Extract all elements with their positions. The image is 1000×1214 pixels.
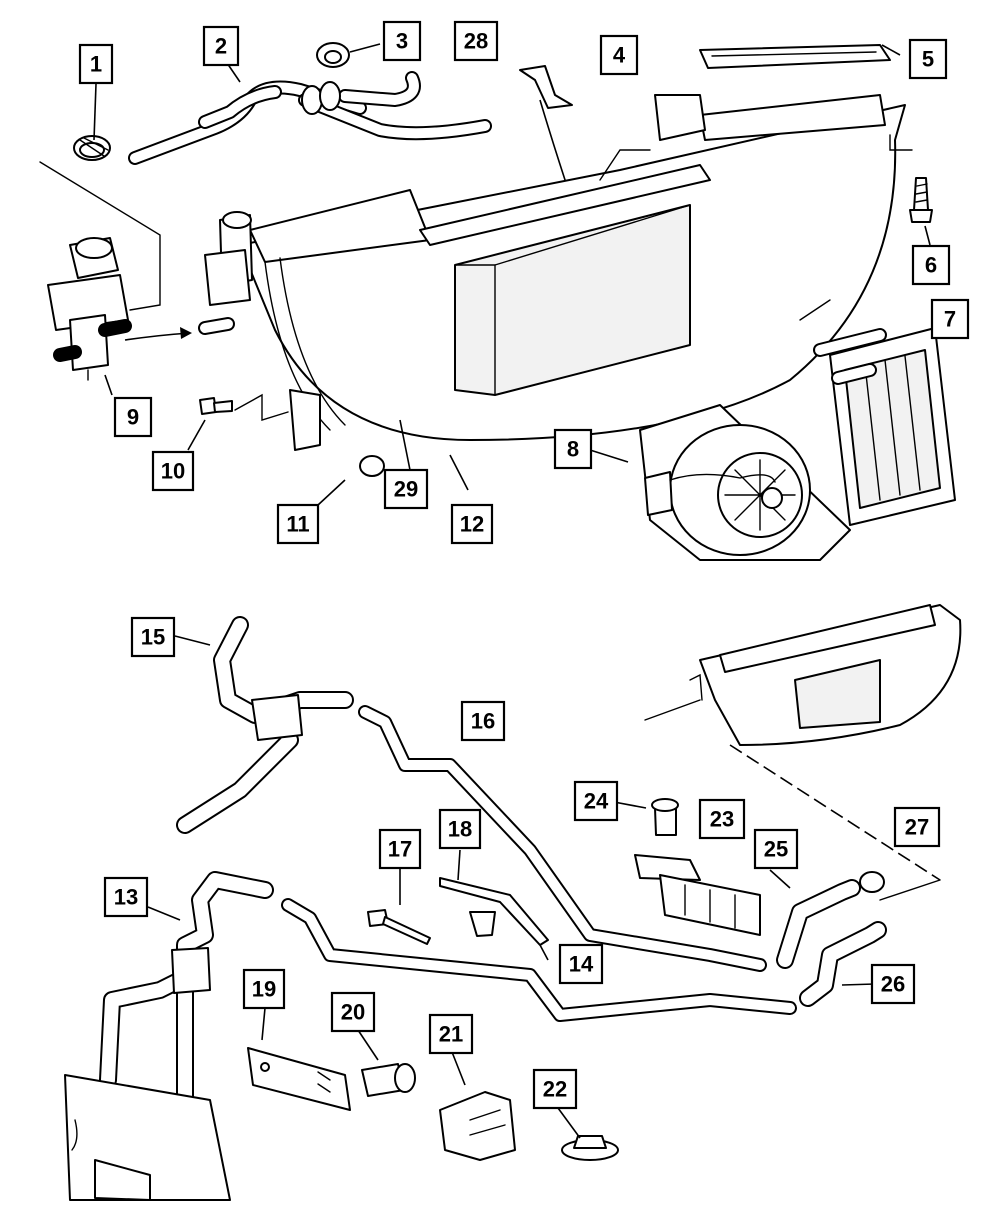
guide-line (879, 879, 941, 901)
bracket-part (247, 1047, 351, 1111)
blower-motor-part (639, 404, 851, 561)
svg-text:19: 19 (252, 977, 276, 1002)
callout-15: 15 (130, 616, 176, 658)
leader-lines (93, 43, 931, 1139)
bolt-part (199, 397, 233, 415)
callout-23: 23 (698, 798, 746, 840)
plug-part (651, 798, 679, 836)
callout-22: 22 (532, 1068, 578, 1110)
svg-text:1: 1 (90, 52, 102, 77)
callout-2: 2 (202, 25, 240, 67)
svg-text:26: 26 (881, 972, 905, 997)
reference-dash-line (729, 744, 941, 881)
lower-heater-tube-part (281, 898, 797, 1022)
cable-tie-part (367, 909, 431, 945)
housing-seal-part (699, 44, 891, 69)
water-valve-part (47, 237, 192, 381)
svg-text:4: 4 (613, 43, 626, 68)
clip-strap-part (439, 877, 549, 946)
heater-hoses-part (128, 71, 492, 165)
svg-text:7: 7 (944, 307, 956, 332)
callout-27: 27 (893, 806, 941, 848)
svg-text:14: 14 (569, 952, 594, 977)
screw-part (909, 177, 933, 223)
grommet-part (316, 42, 350, 68)
svg-text:12: 12 (460, 512, 484, 537)
callout-5: 5 (908, 38, 948, 80)
callout-3: 3 (382, 20, 422, 62)
callout-18: 18 (438, 808, 482, 850)
flange-nut-part (561, 1135, 619, 1161)
guide-line (39, 161, 161, 311)
svg-text:25: 25 (764, 837, 788, 862)
short-hoses-part (776, 871, 887, 1007)
callout-24: 24 (573, 780, 619, 822)
callout-28: 28 (453, 20, 499, 62)
callout-17: 17 (378, 828, 422, 870)
callout-26: 26 (870, 963, 916, 1005)
callout-7: 7 (930, 298, 970, 340)
callout-10: 10 (151, 450, 195, 492)
callout-19: 19 (242, 968, 286, 1010)
nut-part (359, 455, 385, 477)
heater-housing-part (239, 94, 906, 451)
svg-text:23: 23 (710, 807, 734, 832)
callout-20: 20 (330, 991, 376, 1033)
callout-12: 12 (450, 503, 494, 545)
svg-text:21: 21 (439, 1022, 463, 1047)
svg-text:28: 28 (464, 29, 488, 54)
callout-6: 6 (911, 244, 951, 286)
svg-text:11: 11 (286, 512, 309, 537)
retainer-part (634, 854, 761, 936)
callout-21: 21 (428, 1013, 474, 1055)
svg-text:15: 15 (141, 625, 165, 650)
svg-text:5: 5 (922, 47, 934, 72)
guide-line (234, 393, 289, 421)
heater-core-part (813, 327, 956, 526)
callout-29: 29 (383, 468, 429, 510)
svg-text:9: 9 (127, 405, 139, 430)
svg-text:24: 24 (584, 789, 609, 814)
svg-text:16: 16 (471, 709, 495, 734)
svg-text:10: 10 (161, 459, 185, 484)
callout-13: 13 (103, 876, 149, 918)
svg-text:3: 3 (396, 29, 408, 54)
svg-text:17: 17 (388, 837, 412, 862)
lower-heater-hose-part (99, 871, 274, 1109)
svg-text:13: 13 (114, 885, 138, 910)
callout-25: 25 (753, 828, 799, 870)
svg-text:27: 27 (905, 815, 929, 840)
svg-text:20: 20 (341, 1000, 365, 1025)
hose-clip-part (439, 1091, 516, 1161)
svg-text:18: 18 (448, 817, 472, 842)
svg-text:6: 6 (925, 253, 937, 278)
callout-8: 8 (553, 428, 593, 470)
guide-line (889, 134, 913, 151)
callout-11: 11 (276, 503, 320, 545)
small-housing-part (689, 604, 962, 746)
callout-4: 4 (599, 34, 639, 76)
engine-block-part (64, 1074, 231, 1201)
mounted-valve-part (198, 211, 253, 335)
svg-text:29: 29 (394, 477, 418, 502)
callout-9: 9 (113, 396, 153, 438)
svg-text:2: 2 (215, 34, 227, 59)
callout-1: 1 (78, 43, 114, 85)
callout-16: 16 (460, 700, 506, 742)
svg-text:8: 8 (567, 437, 579, 462)
callout-14: 14 (558, 943, 604, 985)
heater-tube-part (358, 705, 767, 972)
fastener-part (361, 1063, 416, 1097)
svg-text:22: 22 (543, 1077, 567, 1102)
retaining-clip-part (519, 65, 576, 196)
guide-line (644, 699, 701, 721)
upper-heater-hose-part (176, 616, 354, 834)
hose-clamp-part (73, 135, 111, 161)
